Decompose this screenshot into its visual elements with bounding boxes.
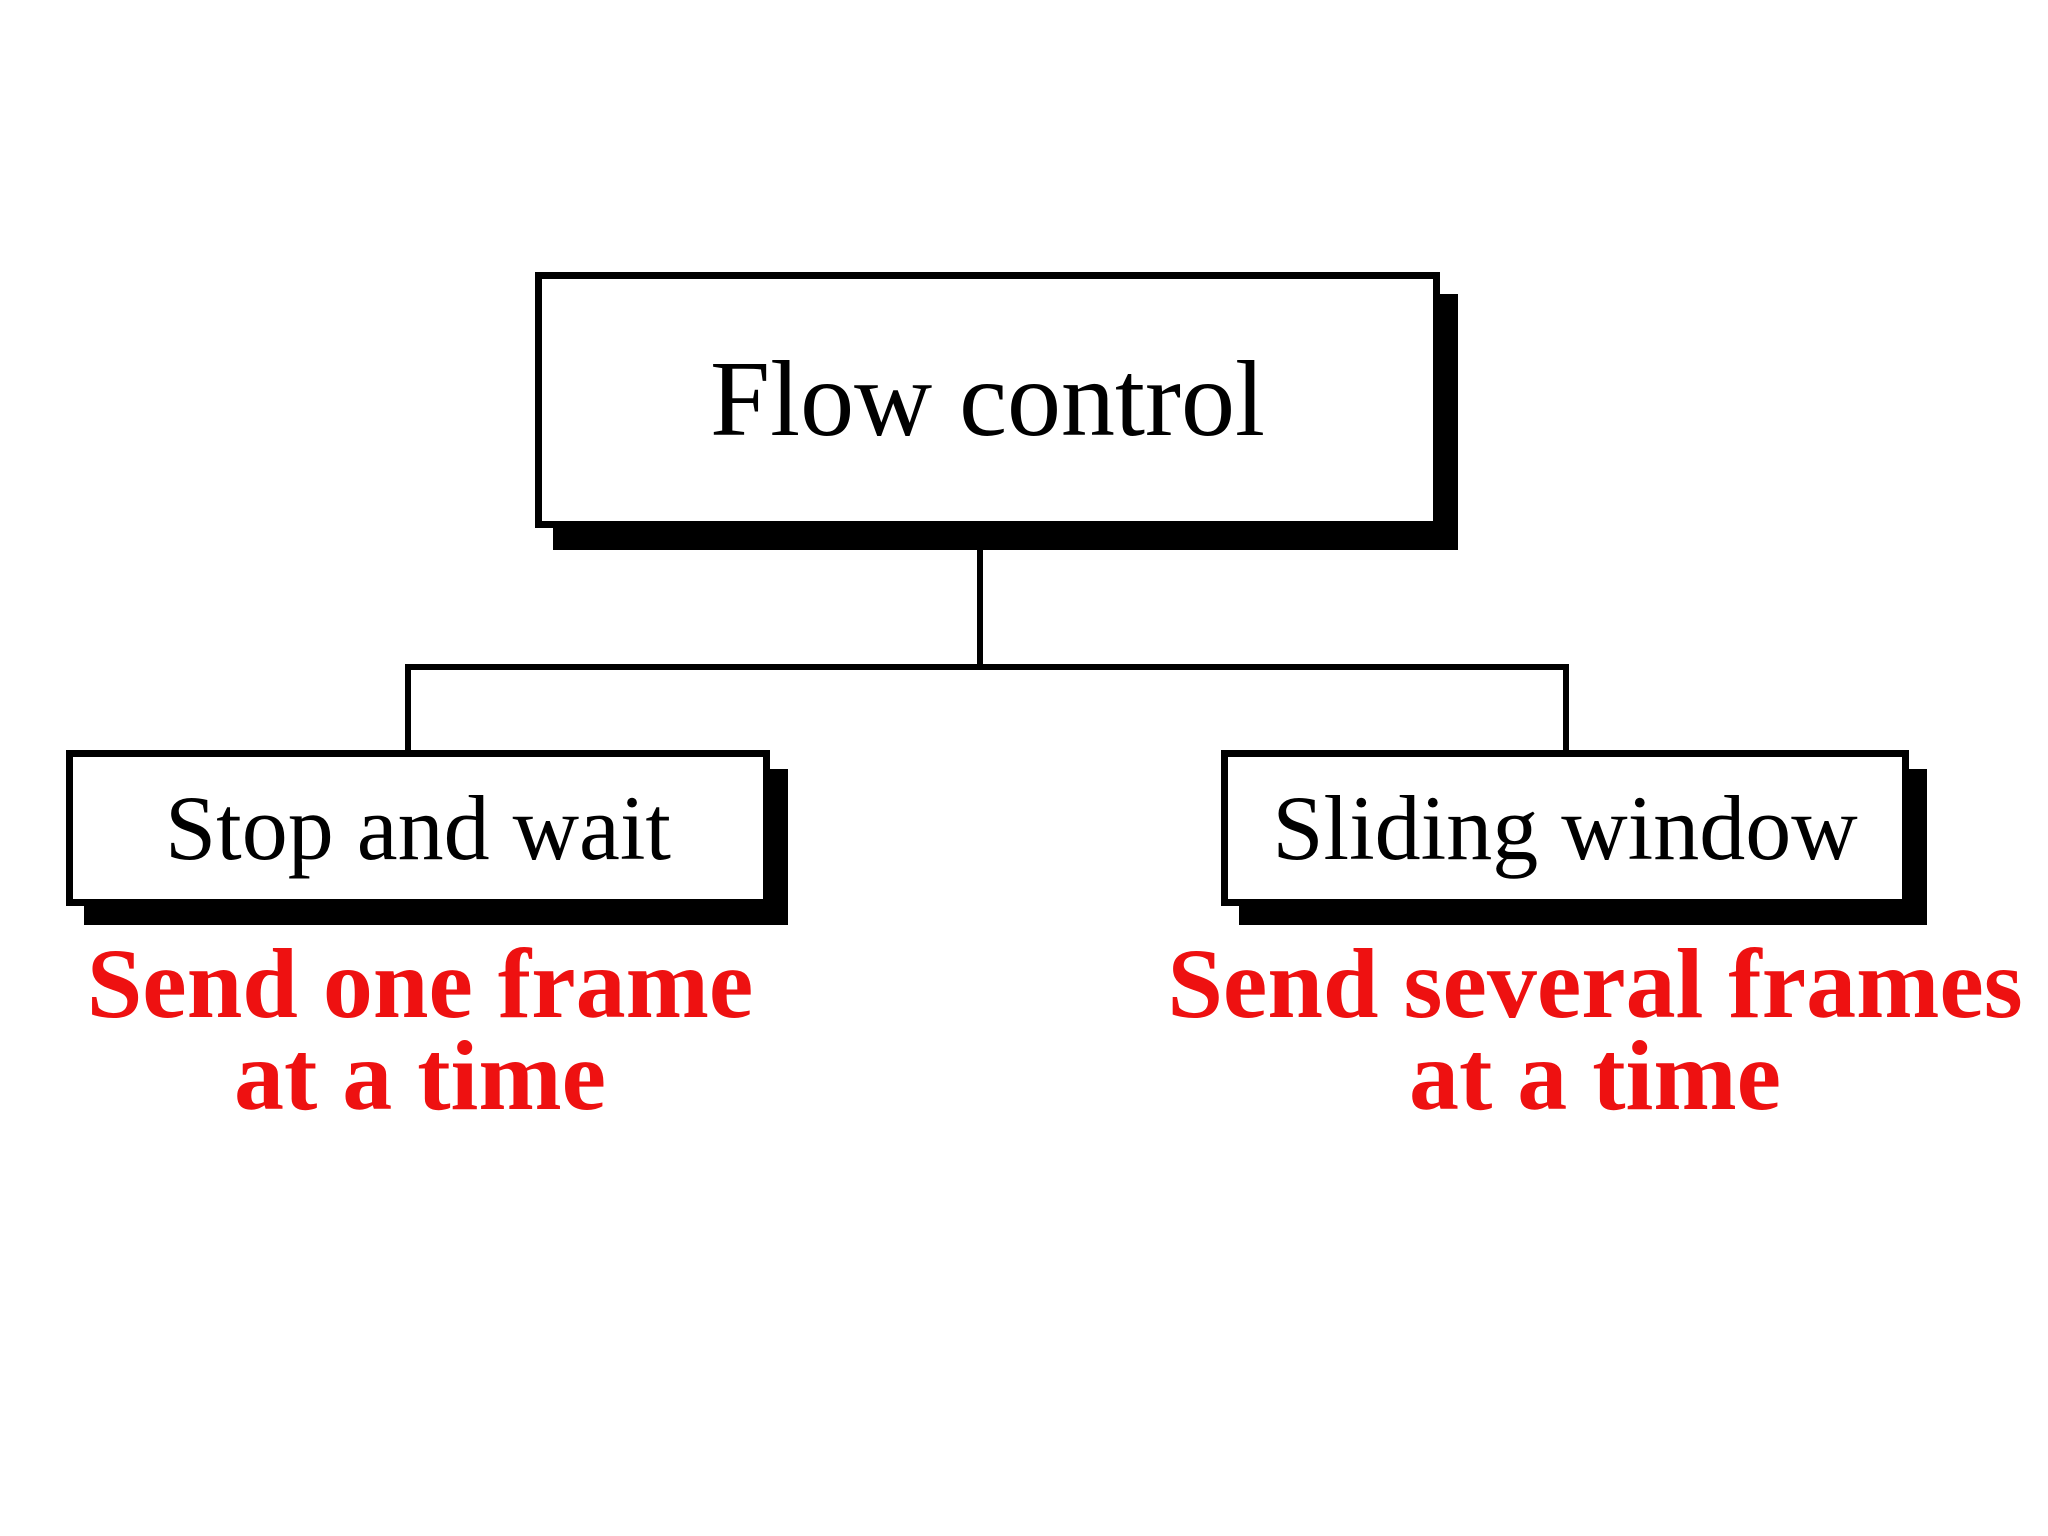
node-sliding-window[interactable]: Sliding window: [1221, 750, 1909, 906]
node-label-flow-control: Flow control: [710, 340, 1265, 459]
connector-line-drop-sliding-window: [1563, 664, 1569, 756]
node-stop-and-wait[interactable]: Stop and wait: [66, 750, 770, 906]
caption-sliding-window: Send several frames at a time: [1150, 928, 2040, 1131]
caption-sliding-window-line1: Send several frames: [1167, 928, 2023, 1039]
caption-stop-and-wait-line2: at a time: [233, 1020, 607, 1131]
caption-stop-and-wait: Send one frame at a time: [10, 928, 830, 1131]
connector-line-root-stem: [977, 528, 983, 670]
node-label-stop-and-wait: Stop and wait: [165, 777, 671, 879]
caption-sliding-window-line2: at a time: [1408, 1020, 1782, 1131]
connector-line-drop-stop-and-wait: [405, 664, 411, 756]
node-flow-control[interactable]: Flow control: [535, 272, 1440, 528]
node-label-sliding-window: Sliding window: [1272, 777, 1858, 879]
caption-stop-and-wait-line1: Send one frame: [86, 928, 754, 1039]
connector-line-horizontal-bus: [405, 664, 1569, 670]
